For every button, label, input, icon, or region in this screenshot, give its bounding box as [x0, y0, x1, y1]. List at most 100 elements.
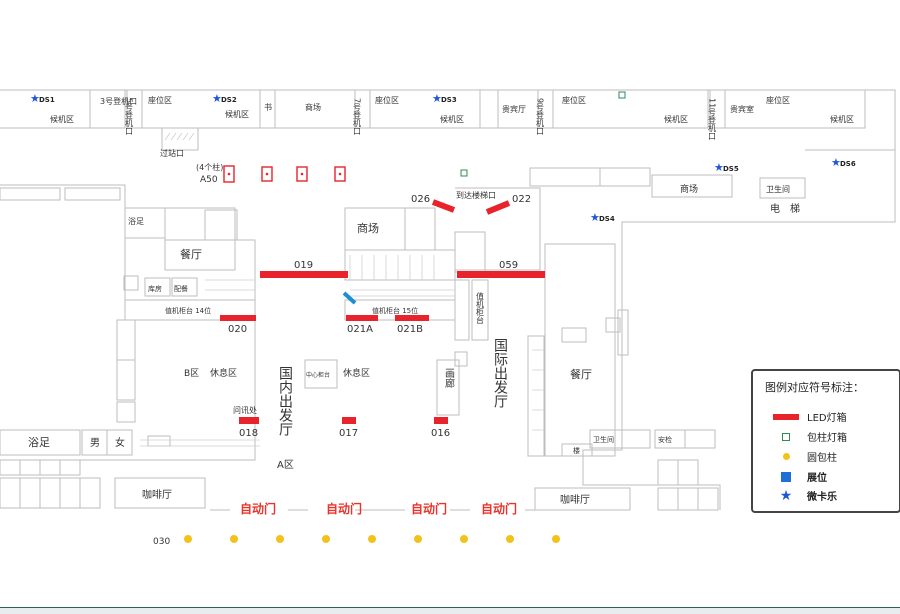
male-label: 男: [90, 437, 100, 449]
sec-label: 安检: [658, 435, 672, 444]
auto-door-1: 自动门: [240, 501, 276, 516]
led-021b-label: 021B: [397, 324, 423, 335]
auto-doors: 自动门 自动门 自动门 自动门: [210, 501, 535, 516]
book-label: 书: [264, 102, 272, 112]
star-markers: ★DS1★DS2★DS3★DS4★DS5★DS6: [30, 92, 856, 224]
small-lightboxes: [460, 91, 626, 177]
checkin14-label: 值机柜台 14位: [165, 306, 211, 315]
star-label-ds6: DS6: [840, 160, 856, 168]
booth-marker: [342, 291, 357, 305]
led-022-bar: [485, 200, 511, 215]
bath2-label: 浴足: [128, 216, 144, 226]
round-pillar: [184, 535, 192, 543]
led-labels: 019 026 022 059 020 021A 021B 018 017 01…: [228, 194, 531, 439]
legend-box: 图例对应符号标注： LED灯箱 包柱灯箱 圆包柱 展位 ★ 微卡乐: [751, 369, 900, 513]
restaurant-left-label: 餐厅: [180, 247, 202, 261]
star-icon: ★: [714, 161, 724, 174]
legend-round-label: 圆包柱: [807, 453, 837, 464]
round-pillar: [230, 535, 238, 543]
corridor-label: 画廊: [443, 368, 455, 389]
checkin15-label: 值机柜台 15位: [372, 306, 418, 315]
lightbox-icon: [782, 432, 790, 441]
led-019-bar: [260, 271, 348, 278]
auto-door-2: 自动门: [326, 501, 362, 516]
zone-labels: (4个柱) A50 商场 餐厅 商场 卫生间 电 梯 到达楼梯口 餐厅 浴足 浴…: [28, 162, 800, 506]
legend-item-star: ★ 微卡乐: [771, 487, 837, 504]
star-icon: ★: [779, 487, 793, 504]
toilet2-label: 卫生间: [593, 435, 614, 444]
led-018-label: 018: [239, 428, 258, 439]
led-017-label: 017: [339, 428, 358, 439]
wait-label-4: 候机区: [664, 114, 688, 124]
toilet-label: 卫生间: [766, 184, 790, 194]
restaurant-right-label: 餐厅: [570, 367, 592, 381]
warehouse-label: 库房: [148, 284, 162, 293]
shop-label-top: 商场: [305, 102, 321, 112]
seat-label-4: 座位区: [766, 95, 790, 105]
legend-lightbox-label: 包柱灯箱: [807, 433, 847, 444]
vip-label: 贵宾厅: [502, 104, 526, 114]
pass-label: 过站口: [160, 148, 184, 158]
gate9-label: 9号登机口: [536, 98, 545, 135]
legend-item-lightbox: 包柱灯箱: [771, 429, 847, 444]
wait-label-2: 候机区: [225, 109, 249, 119]
round-pillar: [322, 535, 330, 543]
seat-label-3: 座位区: [562, 95, 586, 105]
a-zone-label: A区: [277, 459, 294, 471]
gate5-label: 5号登机口: [125, 98, 134, 135]
round-pillar-icon: [782, 453, 790, 460]
checkin-v-label: 值机柜台: [476, 291, 485, 325]
led-boxes: [220, 199, 545, 424]
round-pillar: [506, 535, 514, 543]
led-016-bar: [434, 417, 448, 424]
led-020-label: 020: [228, 324, 247, 335]
pillar-lightbox-dots: [227, 172, 342, 176]
legend-item-led: LED灯箱: [771, 409, 847, 424]
star-icon: ★: [30, 92, 40, 105]
star-label-ds4: DS4: [599, 215, 615, 223]
b-zone-label: B区: [184, 368, 199, 379]
seat-rows: [140, 132, 544, 447]
coffee-right-label: 咖啡厅: [560, 494, 590, 506]
wait-label-1: 候机区: [50, 114, 74, 124]
legend-item-round: 圆包柱: [771, 449, 837, 464]
round-pillar: [414, 535, 422, 543]
led-021a-bar: [346, 315, 378, 321]
led-022-label: 022: [512, 194, 531, 205]
star-label-ds1: DS1: [39, 96, 55, 104]
room-labels: 3号登机口 座位区 候机区 候机区 书 商场 座位区 候机区 贵宾厅 座位区 候…: [50, 95, 854, 158]
legend-item-booth: 展位: [771, 469, 827, 484]
center-label: 中心柜台: [306, 371, 330, 379]
pillar-lightboxes: [223, 165, 346, 183]
led-021a-label: 021A: [347, 324, 373, 335]
led-018-bar: [239, 417, 259, 424]
hall-labels: 国内出发厅 国际出发厅 画廊 值机柜台: [277, 291, 508, 436]
pillar-code-label: 030: [153, 537, 170, 547]
led-059-bar: [457, 271, 545, 278]
stairs-label: 楼: [573, 446, 580, 455]
legend-title: 图例对应符号标注：: [765, 381, 864, 394]
round-pillars: [184, 535, 560, 543]
led-059-label: 059: [499, 260, 518, 271]
star-icon: ★: [590, 211, 600, 224]
round-pillar: [368, 535, 376, 543]
female-label: 女: [115, 436, 125, 449]
gate11-label: 11号登机口: [708, 98, 717, 140]
shop-right-label: 商场: [680, 183, 698, 195]
shop-mid-label: 商场: [357, 221, 379, 235]
gate3-label: 3号登机口: [100, 96, 137, 106]
booth-icon: [781, 471, 791, 482]
intl-hall-label: 国际出发厅: [492, 338, 508, 408]
round-pillar: [552, 535, 560, 543]
auto-door-4: 自动门: [481, 501, 517, 516]
arrive-label: 到达楼梯口: [456, 190, 496, 200]
star-icon: ★: [831, 156, 841, 169]
bath-label: 浴足: [28, 436, 50, 449]
star-icon: ★: [212, 92, 222, 105]
legend-led-label: LED灯箱: [807, 413, 847, 424]
star-label-ds5: DS5: [723, 165, 739, 173]
seat-label-1: 座位区: [148, 95, 172, 105]
domestic-hall-label: 国内出发厅: [277, 366, 293, 436]
rest-mid-label: 休息区: [343, 367, 370, 379]
